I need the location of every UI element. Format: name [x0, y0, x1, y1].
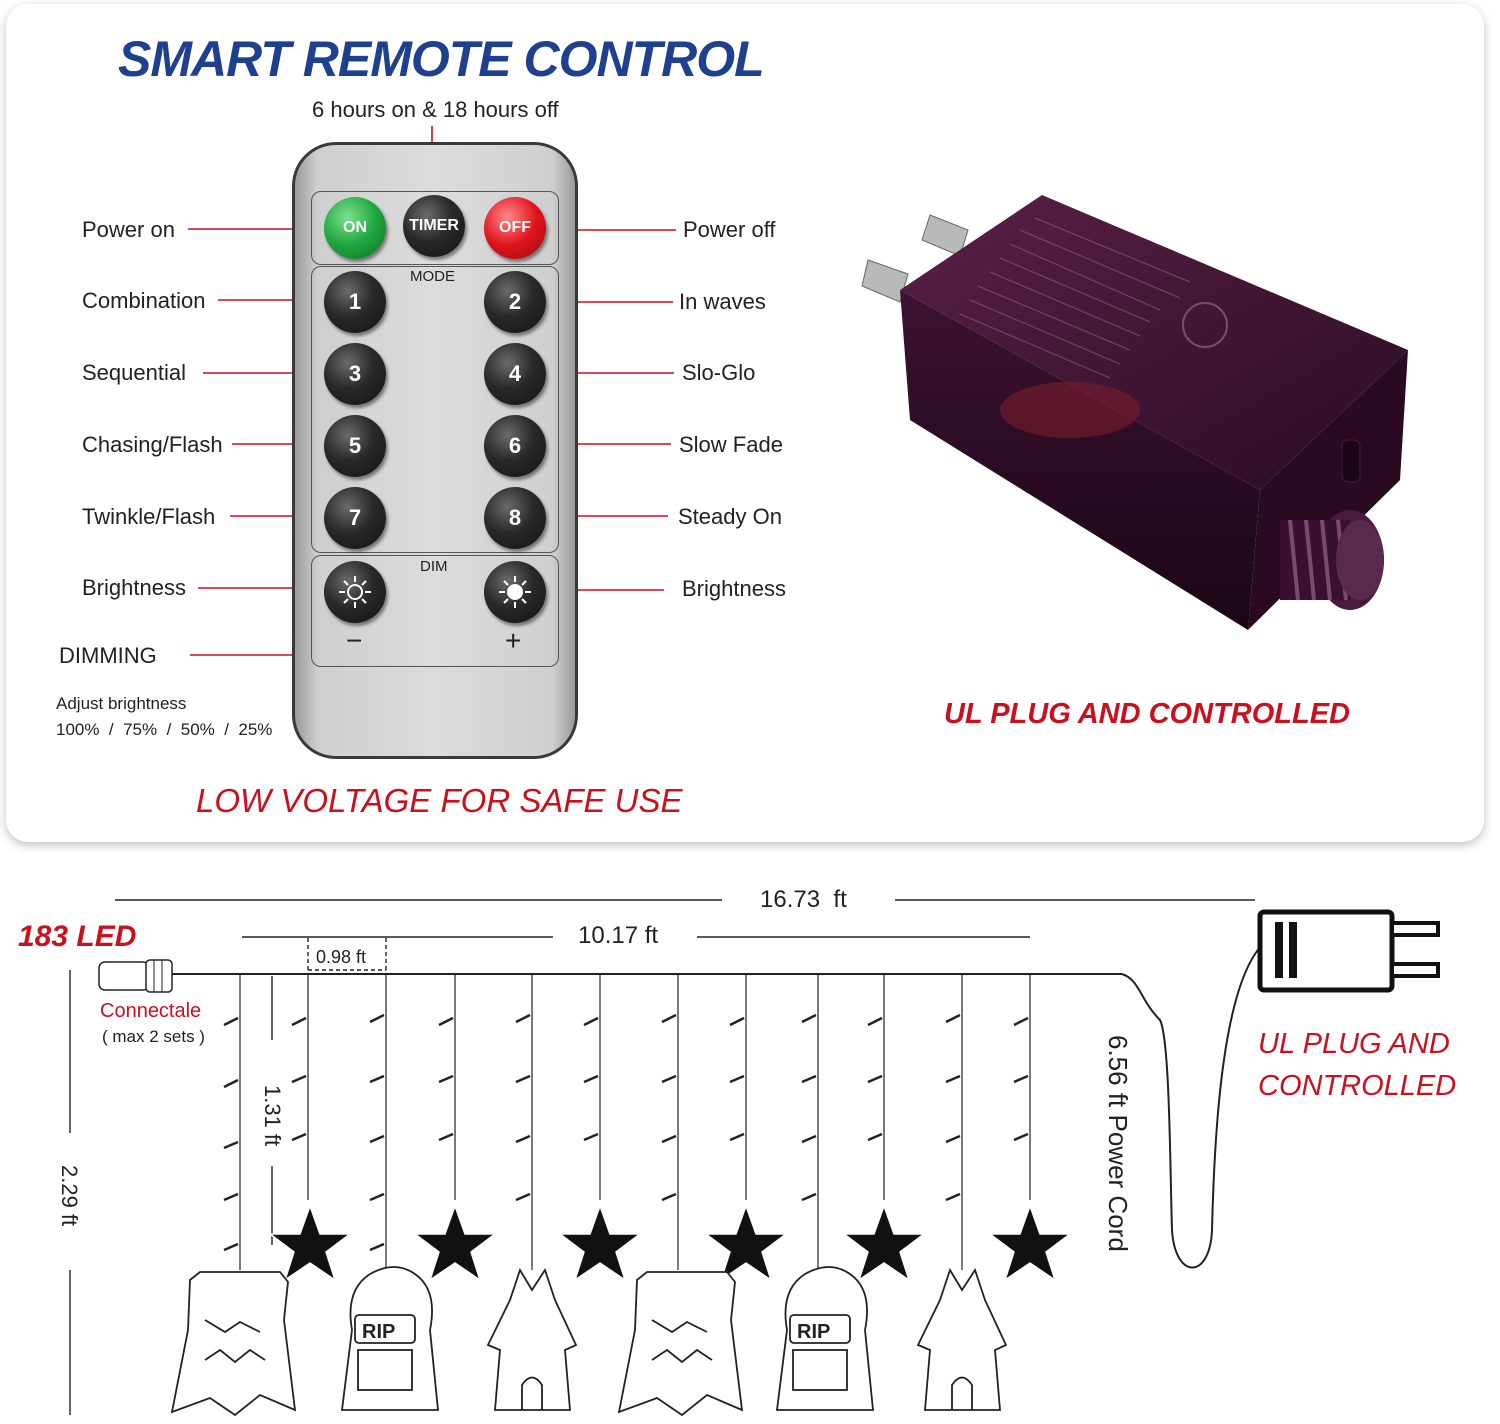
short-drop-label: 1.31 ft — [260, 1085, 285, 1147]
dim-plus-button[interactable] — [484, 561, 546, 623]
star-icon — [703, 1203, 789, 1282]
mode-label: MODE — [410, 268, 455, 285]
dim-group — [311, 555, 559, 667]
mode-button-2[interactable]: 2 — [484, 271, 546, 333]
low-voltage-note: LOW VOLTAGE FOR SAFE USE — [196, 782, 683, 819]
adapter-photo — [861, 195, 1408, 630]
label-power-off: Power off — [683, 217, 776, 242]
star-icon — [557, 1203, 643, 1282]
tombstone-icon: RIP — [775, 1266, 874, 1411]
tombstone-icon: RIP — [340, 1266, 439, 1411]
mode-button-5[interactable]: 5 — [324, 415, 386, 477]
ul-plug-caption: UL PLUG AND CONTROLLED — [944, 698, 1350, 730]
mode-button-4[interactable]: 4 — [484, 343, 546, 405]
led-bulbs — [223, 1013, 1029, 1252]
star-icon — [841, 1203, 927, 1282]
ul-plug-line1: UL PLUG AND — [1258, 1028, 1450, 1060]
ul-plug-icon — [1257, 909, 1440, 993]
label-twinkle-flash: Twinkle/Flash — [82, 504, 216, 529]
brightness-levels-text: 100% / 75% / 50% / 25% — [56, 720, 273, 739]
label-sequential: Sequential — [82, 360, 186, 385]
dimension-diagram: RIP RIP — [69, 899, 1440, 1417]
strand-length-label: 10.17 ft — [578, 922, 659, 949]
max-sets-label: ( max 2 sets ) — [102, 1027, 205, 1046]
led-count-label: 183 LED — [18, 920, 137, 953]
haunted-house-icon — [916, 1267, 1008, 1411]
sun-icon — [339, 576, 371, 608]
off-button[interactable]: OFF — [484, 197, 546, 259]
dim-plus-label: + — [505, 625, 522, 656]
dim-label: DIM — [420, 558, 448, 575]
timer-note: 6 hours on & 18 hours off — [312, 97, 559, 122]
svg-text:RIP: RIP — [362, 1321, 395, 1343]
star-icons — [267, 1203, 1073, 1282]
on-button[interactable]: ON — [324, 197, 386, 259]
timer-button[interactable]: TIMER — [403, 195, 465, 257]
mode-button-6[interactable]: 6 — [484, 415, 546, 477]
ghost-icon — [170, 1271, 297, 1417]
star-icon — [412, 1203, 498, 1282]
label-slow-fade: Slow Fade — [679, 432, 783, 457]
mode-button-8[interactable]: 8 — [484, 487, 546, 549]
label-combination: Combination — [82, 288, 206, 313]
dim-minus-label: − — [346, 625, 363, 656]
page-title: SMART REMOTE CONTROL — [118, 31, 765, 87]
connector-icon — [1280, 510, 1384, 610]
svg-text:RIP: RIP — [797, 1321, 830, 1343]
label-slo-glo: Slo-Glo — [682, 360, 756, 385]
sun-icon — [499, 576, 531, 608]
mode-button-1[interactable]: 1 — [324, 271, 386, 333]
spacing-label: 0.98 ft — [316, 947, 367, 967]
haunted-house-icon — [486, 1267, 578, 1411]
led-strands — [239, 974, 1031, 1270]
power-cord-label: 6.56 ft Power Cord — [1103, 1035, 1133, 1252]
power-group — [311, 191, 559, 265]
star-icon — [987, 1203, 1073, 1282]
mode-button-3[interactable]: 3 — [324, 343, 386, 405]
dim-minus-button[interactable] — [324, 561, 386, 623]
long-drop-label: 2.29 ft — [57, 1165, 82, 1227]
connector-icon — [98, 959, 173, 993]
label-steady-on: Steady On — [678, 504, 782, 529]
label-brightness-left: Brightness — [82, 575, 186, 600]
total-length-label: 16.73 ft — [760, 886, 847, 913]
connectable-label: Connectale — [100, 1000, 202, 1022]
label-power-on: Power on — [82, 217, 175, 242]
label-chasing-flash: Chasing/Flash — [82, 432, 223, 457]
mode-group — [311, 266, 559, 553]
ul-plug-line2: CONTROLLED — [1258, 1070, 1457, 1102]
adjust-brightness-text: Adjust brightness — [56, 694, 187, 713]
star-icon — [267, 1203, 353, 1282]
label-in-waves: In waves — [679, 289, 766, 314]
label-brightness-right: Brightness — [682, 576, 786, 601]
ghost-icon — [617, 1271, 744, 1417]
label-dimming: DIMMING — [59, 643, 157, 668]
halloween-figures: RIP RIP — [170, 1266, 1008, 1417]
remote-control: ON TIMER OFF MODE 1 2 3 4 5 6 7 8 DIM − … — [292, 142, 578, 759]
mode-button-7[interactable]: 7 — [324, 487, 386, 549]
